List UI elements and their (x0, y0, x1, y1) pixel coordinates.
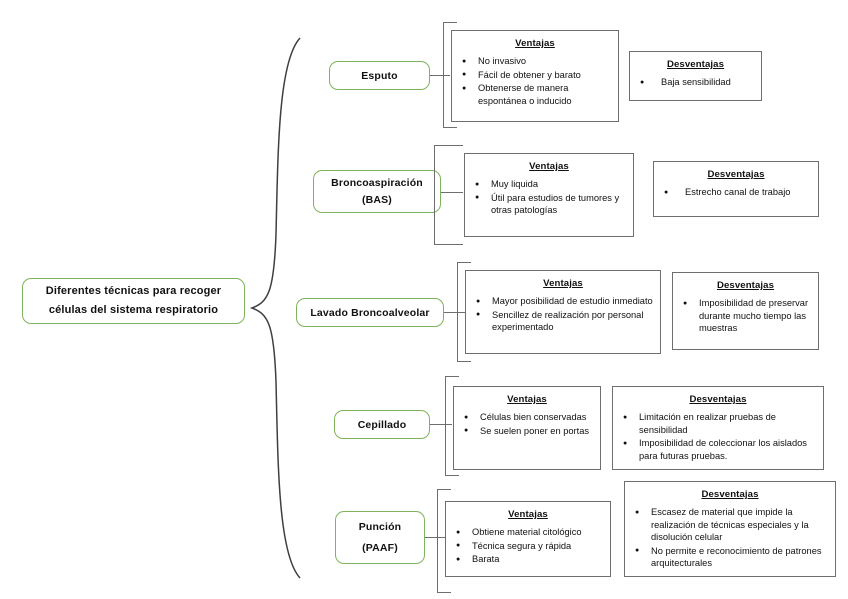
disadvantages-list-cepillado: Limitación en realizar pruebas de sensib… (620, 411, 816, 462)
advantages-title-broncoaspiracion: Ventajas (529, 161, 569, 172)
advantages-box-cepillado: Ventajas Células bien conservadas Se sue… (453, 386, 601, 470)
list-item: Estrecho canal de trabajo (661, 186, 811, 200)
branch-node-puncion: Punción (PAAF) (335, 511, 425, 564)
list-item: Técnica segura y rápida (453, 539, 603, 553)
advantages-list-broncoaspiracion: Muy liquida Útil para estudios de tumore… (472, 178, 626, 216)
disadvantages-box-broncoaspiracion: Desventajas Estrecho canal de trabajo (653, 161, 819, 217)
bracket-cepillado (445, 376, 459, 476)
branch-node-esputo: Esputo (329, 61, 430, 90)
root-node: Diferentes técnicas para recoger células… (22, 278, 245, 324)
disadvantages-list-esputo: Baja sensibilidad (637, 76, 754, 90)
list-item: Barata (453, 553, 603, 567)
root-node-line-2: células del sistema respiratorio (48, 303, 219, 316)
list-item: Sencillez de realización por personal ex… (473, 308, 653, 334)
list-item: Baja sensibilidad (637, 76, 754, 90)
disadvantages-list-broncoaspiracion: Estrecho canal de trabajo (661, 186, 811, 200)
advantages-title-lavado: Ventajas (543, 278, 583, 289)
bracket-lavado-broncoalveolar (457, 262, 471, 362)
branch-node-cepillado-label: Cepillado (357, 418, 407, 431)
connector-puncion (425, 537, 447, 539)
disadvantages-box-lavado-broncoalveolar: Desventajas Imposibilidad de preservar d… (672, 272, 819, 350)
advantages-list-lavado: Mayor posibilidad de estudio inmediato S… (473, 295, 653, 333)
advantages-box-lavado-broncoalveolar: Ventajas Mayor posibilidad de estudio in… (465, 270, 661, 354)
brace-connector (249, 37, 301, 579)
disadvantages-title-puncion: Desventajas (701, 489, 759, 500)
advantages-list-esputo: No invasivo Fácil de obtener y barato Ob… (459, 55, 611, 107)
advantages-box-esputo: Ventajas No invasivo Fácil de obtener y … (451, 30, 619, 122)
disadvantages-title-broncoaspiracion: Desventajas (707, 169, 765, 180)
disadvantages-box-cepillado: Desventajas Limitación en realizar prueb… (612, 386, 824, 470)
disadvantages-list-puncion: Escasez de material que impide la realiz… (632, 506, 828, 569)
advantages-list-cepillado: Células bien conservadas Se suelen poner… (461, 411, 593, 438)
connector-cepillado (430, 424, 452, 426)
branch-node-puncion-line-1: Punción (358, 521, 402, 534)
branch-node-broncoaspiracion-line-1: Broncoaspiración (331, 177, 423, 189)
list-item: No permite e reconocimiento de patrones … (632, 544, 828, 570)
connector-broncoaspiracion (441, 192, 463, 194)
advantages-list-puncion: Obtiene material citológico Técnica segu… (453, 526, 603, 567)
list-item: Mayor posibilidad de estudio inmediato (473, 295, 653, 309)
advantages-title-esputo: Ventajas (515, 38, 555, 49)
advantages-title-cepillado: Ventajas (507, 394, 547, 405)
advantages-title-puncion: Ventajas (508, 509, 548, 520)
bracket-puncion (437, 489, 451, 593)
list-item: Limitación en realizar pruebas de sensib… (620, 411, 816, 436)
root-node-line-1: Diferentes técnicas para recoger (45, 285, 222, 298)
disadvantages-list-lavado: Imposibilidad de preservar durante mucho… (680, 297, 811, 334)
connector-esputo (430, 75, 450, 77)
disadvantages-title-esputo: Desventajas (666, 59, 725, 70)
advantages-box-puncion: Ventajas Obtiene material citológico Téc… (445, 501, 611, 577)
branch-node-esputo-label: Esputo (361, 69, 398, 82)
list-item: Fácil de obtener y barato (459, 68, 611, 82)
bracket-esputo (443, 22, 457, 128)
list-item: Escasez de material que impide la realiz… (632, 506, 828, 543)
branch-node-lavado-broncoalveolar: Lavado Broncoalveolar (296, 298, 444, 327)
list-item: Obtiene material citológico (453, 526, 603, 540)
list-item: Se suelen poner en portas (461, 424, 593, 438)
branch-node-broncoaspiracion: Broncoaspiración (BAS) (313, 170, 441, 213)
bracket-broncoaspiracion (434, 145, 463, 245)
list-item: Imposibilidad de coleccionar los aislado… (620, 437, 816, 462)
disadvantages-title-lavado: Desventajas (716, 280, 775, 291)
list-item: No invasivo (459, 55, 611, 69)
connector-lavado-broncoalveolar (444, 312, 466, 314)
list-item: Útil para estudios de tumores y otras pa… (472, 191, 626, 217)
branch-node-cepillado: Cepillado (334, 410, 430, 439)
list-item: Imposibilidad de preservar durante mucho… (680, 297, 811, 334)
disadvantages-title-cepillado: Desventajas (689, 394, 747, 405)
disadvantages-box-esputo: Desventajas Baja sensibilidad (629, 51, 762, 101)
branch-node-lavado-label: Lavado Broncoalveolar (310, 306, 430, 319)
disadvantages-box-puncion: Desventajas Escasez de material que impi… (624, 481, 836, 577)
list-item: Obtenerse de manera espontánea o inducid… (459, 82, 611, 107)
list-item: Células bien conservadas (461, 411, 593, 425)
branch-node-broncoaspiracion-line-2: (BAS) (362, 194, 392, 206)
advantages-box-broncoaspiracion: Ventajas Muy liquida Útil para estudios … (464, 153, 634, 237)
list-item: Muy liquida (472, 178, 626, 192)
branch-node-puncion-line-2: (PAAF) (362, 541, 398, 554)
